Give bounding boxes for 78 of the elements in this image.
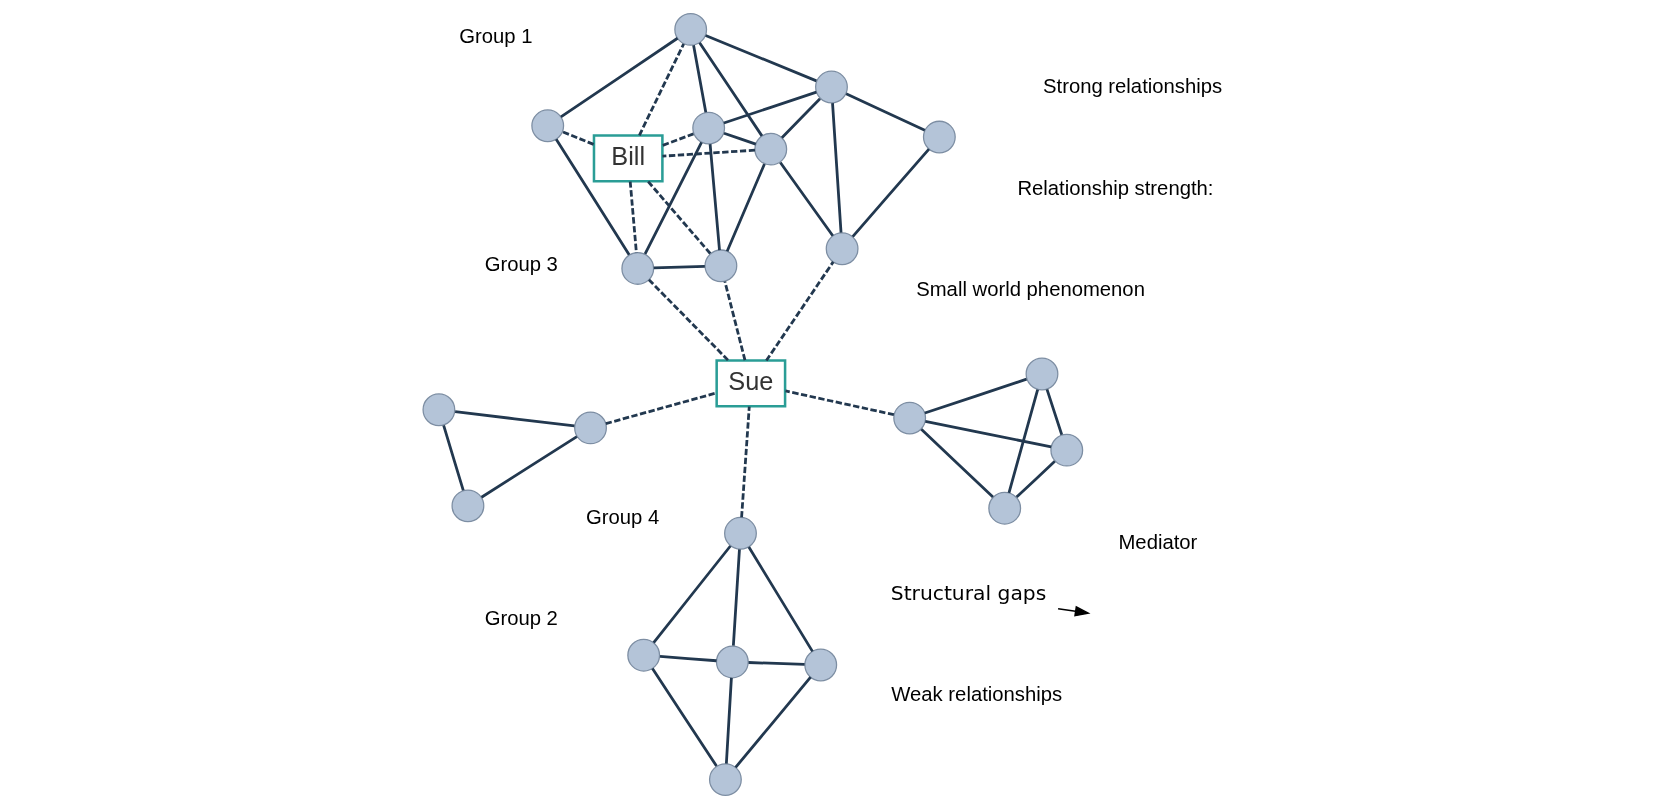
label: Weak relationships <box>891 683 1063 706</box>
connector <box>1007 389 1039 494</box>
connector <box>662 148 756 158</box>
label: Group 2 <box>484 607 558 630</box>
node-circle <box>922 120 956 154</box>
label: Relationship strength: <box>1017 176 1214 199</box>
label: Group 1 <box>459 24 533 47</box>
connector <box>831 103 843 233</box>
connector <box>724 677 733 764</box>
node-circle <box>724 516 757 550</box>
connector <box>662 132 694 147</box>
connector <box>454 410 575 428</box>
node-box: Sue <box>715 359 787 408</box>
connector <box>605 391 717 425</box>
connector <box>845 92 926 132</box>
connector <box>698 41 764 137</box>
connector <box>740 406 751 518</box>
connector <box>725 163 766 252</box>
node-circle <box>531 109 565 143</box>
node-circle <box>1025 357 1059 391</box>
connector <box>723 131 757 146</box>
connector <box>723 281 747 361</box>
connector <box>692 44 708 113</box>
node-circle <box>692 111 726 145</box>
node-circle <box>754 132 788 166</box>
node-circle <box>621 251 655 285</box>
connector <box>628 181 638 253</box>
node-circle <box>422 393 456 427</box>
connector <box>643 141 703 255</box>
connector <box>705 34 817 83</box>
connector <box>748 661 805 666</box>
connector <box>920 428 994 499</box>
connector <box>560 37 679 119</box>
connector <box>652 545 732 644</box>
node-circle <box>988 491 1022 525</box>
label: Strong relationships <box>1043 75 1223 98</box>
node-circle <box>715 645 749 679</box>
connector <box>765 261 835 362</box>
node-text: Structural gaps <box>890 581 1047 606</box>
label: Group 4 <box>586 506 660 529</box>
connector <box>442 425 465 491</box>
node-circle <box>815 70 848 104</box>
connector <box>723 90 817 125</box>
connector <box>480 435 578 499</box>
node-circle <box>674 12 708 46</box>
connector <box>1015 460 1056 499</box>
connector <box>561 130 595 146</box>
connector <box>555 138 631 256</box>
node-circle <box>451 489 485 523</box>
connector <box>708 144 721 251</box>
connector <box>779 161 834 237</box>
node-circle <box>1050 433 1084 467</box>
node-circle <box>804 648 838 682</box>
label: Small world phenomenon <box>916 278 1145 301</box>
node-circle <box>825 232 859 266</box>
connector <box>651 667 718 767</box>
connector <box>659 655 717 663</box>
connector <box>734 676 812 769</box>
label: Mediator <box>1118 531 1198 554</box>
node-circle <box>574 411 607 445</box>
connector <box>924 377 1027 415</box>
connector <box>731 549 741 646</box>
connector <box>780 97 821 139</box>
connector <box>925 419 1052 449</box>
node-circle <box>708 763 742 797</box>
connector <box>851 148 930 238</box>
connector <box>638 43 685 136</box>
node-circle <box>627 638 661 672</box>
connector <box>653 264 705 270</box>
connector <box>647 278 729 362</box>
node-circle <box>893 401 927 435</box>
node-box: Bill <box>592 134 664 183</box>
connector <box>647 180 712 255</box>
connector <box>1045 388 1064 436</box>
label: Group 3 <box>484 252 558 275</box>
connector <box>785 389 895 416</box>
connector <box>747 546 814 653</box>
node-circle <box>704 249 738 283</box>
